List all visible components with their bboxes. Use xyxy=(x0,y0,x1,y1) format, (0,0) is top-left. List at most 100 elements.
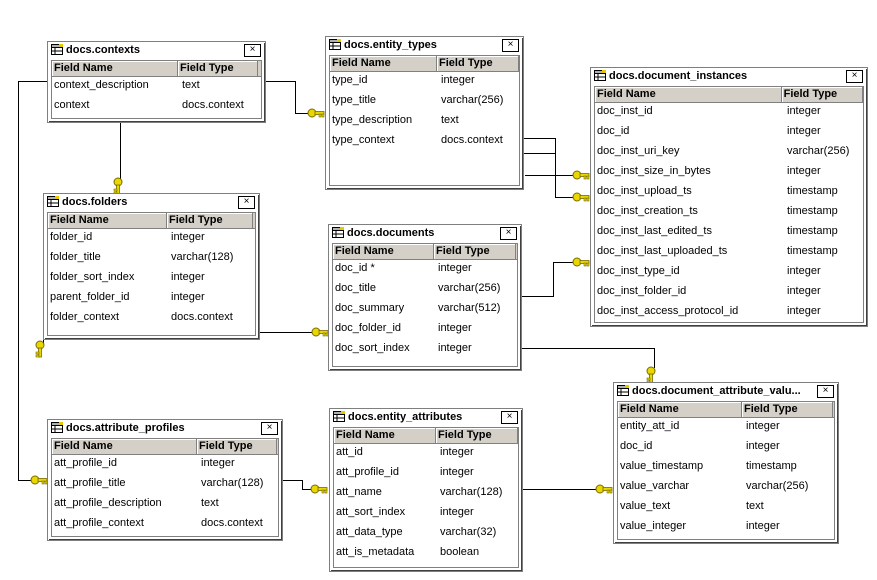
table-title-bar[interactable]: docs.folders× xyxy=(44,194,259,210)
header-field-name[interactable]: Field Name xyxy=(595,87,782,102)
table-title-bar[interactable]: docs.contexts× xyxy=(48,42,265,58)
close-icon[interactable]: × xyxy=(238,196,255,209)
close-icon[interactable]: × xyxy=(500,227,517,240)
table-title-bar[interactable]: docs.documents× xyxy=(329,225,521,241)
table-document-attribute-values[interactable]: docs.document_attribute_valu...× Field Na… xyxy=(613,382,839,544)
header-field-type[interactable]: Field Type xyxy=(167,213,253,228)
close-icon[interactable]: × xyxy=(261,422,278,435)
header-field-type[interactable]: Field Type xyxy=(742,402,833,417)
close-icon[interactable]: × xyxy=(244,44,261,57)
header-field-name[interactable]: Field Name xyxy=(48,213,167,228)
table-title-bar[interactable]: docs.document_instances× xyxy=(591,68,867,84)
field-name: doc_sort_index xyxy=(335,342,410,354)
header-field-type[interactable]: Field Type xyxy=(437,56,519,71)
field-name: att_profile_id xyxy=(336,466,399,478)
header-field-type[interactable]: Field Type xyxy=(178,61,258,76)
header-field-name[interactable]: Field Name xyxy=(618,402,742,417)
header-field-name[interactable]: Field Name xyxy=(333,244,434,259)
field-type: integer xyxy=(746,420,780,432)
field-type: varchar(256) xyxy=(787,145,850,157)
field-name: att_data_type xyxy=(336,526,403,538)
close-icon[interactable]: × xyxy=(817,385,834,398)
close-icon[interactable]: × xyxy=(846,70,863,83)
field-row[interactable]: doc_id *integer xyxy=(333,260,517,280)
table-title-bar[interactable]: docs.document_attribute_valu...× xyxy=(614,383,838,399)
field-name: type_context xyxy=(332,134,395,146)
table-title-bar[interactable]: docs.attribute_profiles× xyxy=(48,420,282,436)
table-icon xyxy=(51,44,63,55)
field-type: varchar(128) xyxy=(171,251,234,263)
table-title-bar[interactable]: docs.entity_types× xyxy=(326,37,523,53)
field-type: integer xyxy=(787,285,821,297)
key-icon xyxy=(30,475,48,485)
header-field-type[interactable]: Field Type xyxy=(782,87,863,102)
field-name: att_name xyxy=(336,486,382,498)
header-field-name[interactable]: Field Name xyxy=(52,439,197,454)
key-icon xyxy=(311,327,329,337)
field-type: timestamp xyxy=(787,205,838,217)
header-field-type[interactable]: Field Type xyxy=(197,439,277,454)
header-field-name[interactable]: Field Name xyxy=(334,428,436,443)
close-icon[interactable]: × xyxy=(501,411,518,424)
header-field-type[interactable]: Field Type xyxy=(434,244,516,259)
table-icon xyxy=(617,385,629,396)
close-icon[interactable]: × xyxy=(502,39,519,52)
header-field-name[interactable]: Field Name xyxy=(52,61,178,76)
table-title-bar[interactable]: docs.entity_attributes× xyxy=(330,409,522,425)
field-type: timestamp xyxy=(787,185,838,197)
header-field-name[interactable]: Field Name xyxy=(330,56,437,71)
field-name: att_profile_title xyxy=(54,477,126,489)
header-field-type[interactable]: Field Type xyxy=(436,428,518,443)
